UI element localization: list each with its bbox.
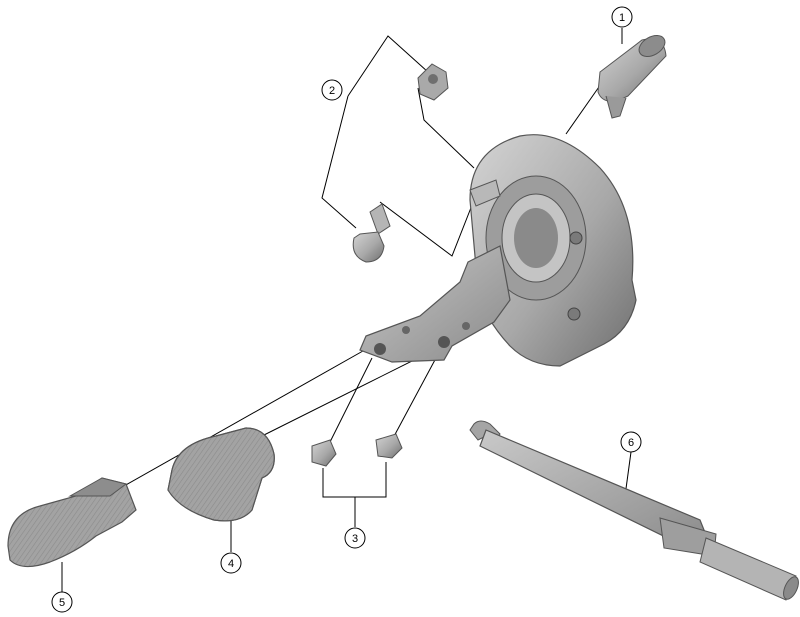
part-2-nut [417, 63, 449, 101]
callout-6-label: 6 [628, 437, 634, 449]
part-5-lever [7, 477, 137, 568]
part-1-sleeve [597, 35, 667, 119]
callout-3: 3 [344, 527, 366, 549]
main-housing [469, 134, 637, 367]
part-2-screw [352, 203, 391, 263]
callout-5: 5 [51, 591, 73, 613]
arm-bracket [359, 245, 511, 363]
part-4-lever [167, 427, 275, 522]
callout-2-label: 2 [329, 85, 335, 97]
callout-4-label: 4 [228, 558, 234, 570]
callout-2: 2 [321, 79, 343, 101]
callout-1-label: 1 [619, 12, 625, 24]
callout-3-label: 3 [352, 533, 358, 545]
part-3-screw-left [311, 439, 337, 467]
callout-6: 6 [620, 431, 642, 453]
part-6-tool [469, 420, 799, 601]
leader-lines [61, 28, 632, 592]
callout-5-label: 5 [59, 597, 65, 609]
callout-1: 1 [611, 6, 633, 28]
callout-4: 4 [220, 552, 242, 574]
part-3-screw-right [375, 433, 403, 459]
